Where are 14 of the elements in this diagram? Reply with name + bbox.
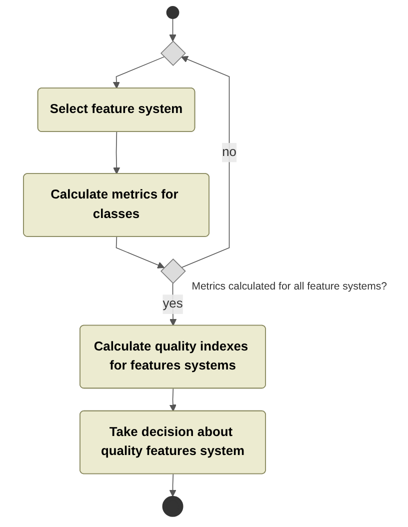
arrow [113,132,120,174]
arrow [181,56,230,268]
arrow [170,388,177,412]
arrow [170,474,177,497]
node-diamond [160,40,186,66]
arrow [113,56,165,89]
node-circle [166,6,180,19]
arrow [170,18,177,42]
node-circle [162,496,184,517]
arrow [116,236,165,268]
edge-label: yes [163,296,184,311]
node-diamond [160,258,186,284]
decision-question: Metrics calculated for all feature systems? [192,282,388,293]
edge-label: no [222,145,237,159]
